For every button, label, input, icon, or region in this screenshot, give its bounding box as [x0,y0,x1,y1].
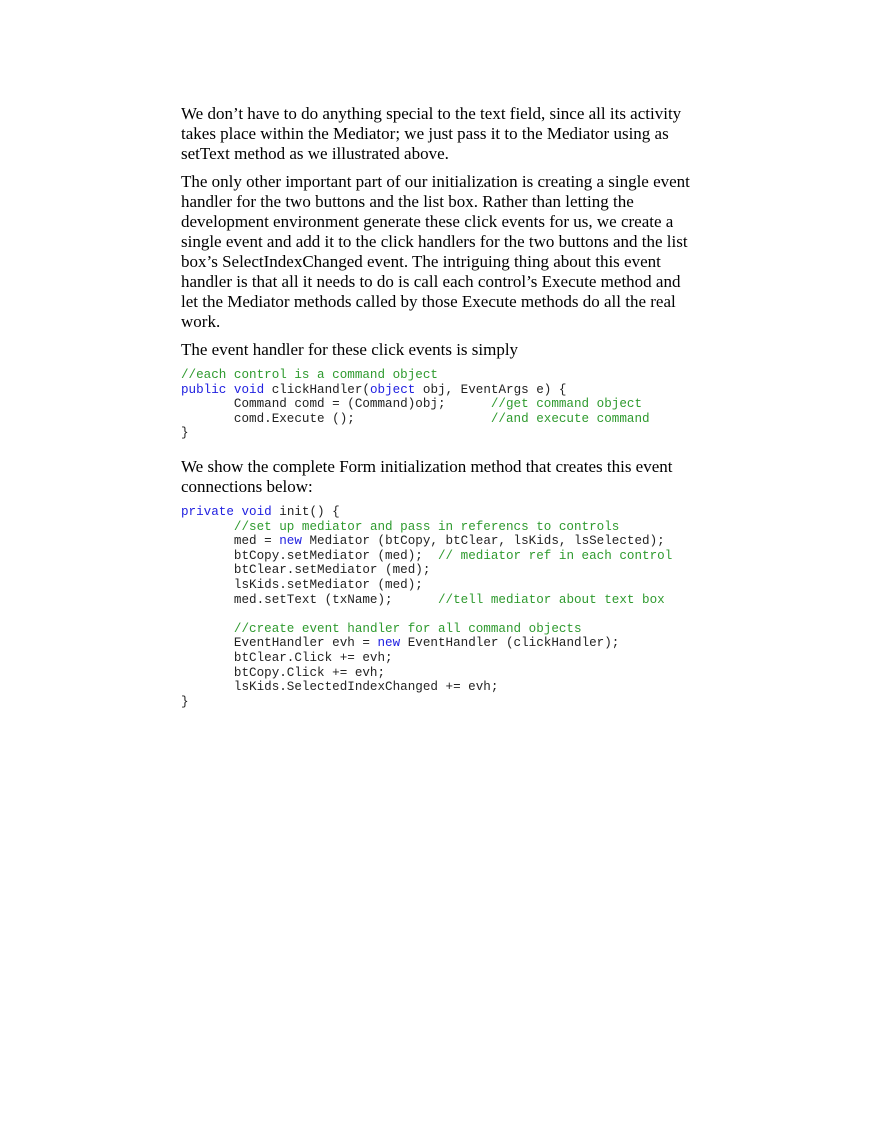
code-text [226,383,234,397]
code-line: btCopy.setMediator (med); // mediator re… [181,549,721,564]
code-text: btCopy.Click += evh; [181,665,386,680]
code-text: btCopy.setMediator (med); [181,548,438,563]
code-keyword: void [233,382,265,397]
code-keyword: public [181,382,227,397]
code-line: btClear.Click += evh; [181,651,721,666]
paragraph-line: We don’t have to do anything special to … [181,104,682,123]
paragraph-line: let the Mediator methods called by those… [181,292,676,311]
code-text: lsKids.setMediator (med); [181,577,423,592]
code-line: Command comd = (Command)obj; //get comma… [181,397,721,412]
code-line [181,607,721,622]
paragraph: The only other important part of our ini… [181,172,721,332]
code-text: obj, EventArgs e) { [415,382,567,397]
paragraph-line: handler is that all it needs to do is ca… [181,272,681,291]
paragraph-line: handler for the two buttons and the list… [181,192,634,211]
code-line: med.setText (txName); //tell mediator ab… [181,593,721,608]
code-line: btCopy.Click += evh; [181,666,721,681]
code-line: } [181,695,721,710]
code-text: btClear.Click += evh; [181,650,393,665]
code-text: init() { [271,504,340,519]
code-line: lsKids.setMediator (med); [181,578,721,593]
code-comment: //and execute command [490,411,650,426]
code-line: //set up mediator and pass in referencs … [181,520,721,535]
code-text: med.setText (txName); [181,592,438,607]
paragraph-line: setText method as we illustrated above. [181,144,449,163]
paragraph-line: development environment generate these c… [181,212,674,231]
code-line: lsKids.SelectedIndexChanged += evh; [181,680,721,695]
code-line: btClear.setMediator (med); [181,563,721,578]
paragraph-line: connections below: [181,476,313,496]
code-comment: // mediator ref in each control [437,548,673,563]
code-text [181,622,234,636]
document-page: We don’t have to do anything special to … [181,104,721,725]
code-text: } [181,694,189,709]
paragraph-line: box’s SelectIndexChanged event. The intr… [181,252,661,271]
code-comment: //each control is a command object [181,368,438,382]
code-comment: //get command object [490,397,643,412]
code-line: private void init() { [181,505,721,520]
paragraph-line: We show the complete Form initialization… [181,456,673,476]
code-comment: //tell mediator about text box [437,592,665,607]
code-text: med = [181,534,280,549]
code-text: lsKids.SelectedIndexChanged += evh; [181,680,499,695]
paragraph: The event handler for these click events… [181,340,721,360]
paragraph-line: The event handler for these click events… [181,340,519,359]
code-keyword: new [279,534,302,549]
code-comment: //set up mediator and pass in referencs … [233,519,620,534]
code-text [181,520,234,534]
code-text: clickHandler( [264,382,370,397]
code-text: comd.Execute (); [181,411,491,426]
code-line: EventHandler evh = new EventHandler (cli… [181,636,721,651]
paragraph-line: takes place within the Mediator; we just… [181,124,669,143]
code-line: } [181,426,721,441]
paragraph-line: work. [181,312,221,331]
code-keyword: object [369,382,416,397]
code-line: comd.Execute (); //and execute command [181,412,721,427]
code-text: Command comd = (Command)obj; [181,397,491,412]
code-comment: //create event handler for all command o… [233,621,582,636]
paragraph-line: single event and add it to the click han… [181,232,688,251]
paragraph: We show the complete Form initialization… [181,457,721,497]
code-line: public void clickHandler(object obj, Eve… [181,383,721,398]
code-text: EventHandler (clickHandler); [400,636,620,651]
code-text: btClear.setMediator (med); [181,563,431,578]
code-keyword: private [181,504,234,519]
code-text: } [181,426,189,441]
code-line: med = new Mediator (btCopy, btClear, lsK… [181,534,721,549]
code-line: //each control is a command object [181,368,721,383]
code-text: Mediator (btCopy, btClear, lsKids, lsSel… [301,534,665,549]
code-line: //create event handler for all command o… [181,622,721,637]
paragraph-line: The only other important part of our ini… [181,172,690,191]
code-text: EventHandler evh = [181,636,378,651]
code-keyword: void [241,504,272,519]
code-keyword: new [377,636,401,651]
code-block: private void init() { //set up mediator … [181,505,721,709]
paragraph: We don’t have to do anything special to … [181,104,721,164]
